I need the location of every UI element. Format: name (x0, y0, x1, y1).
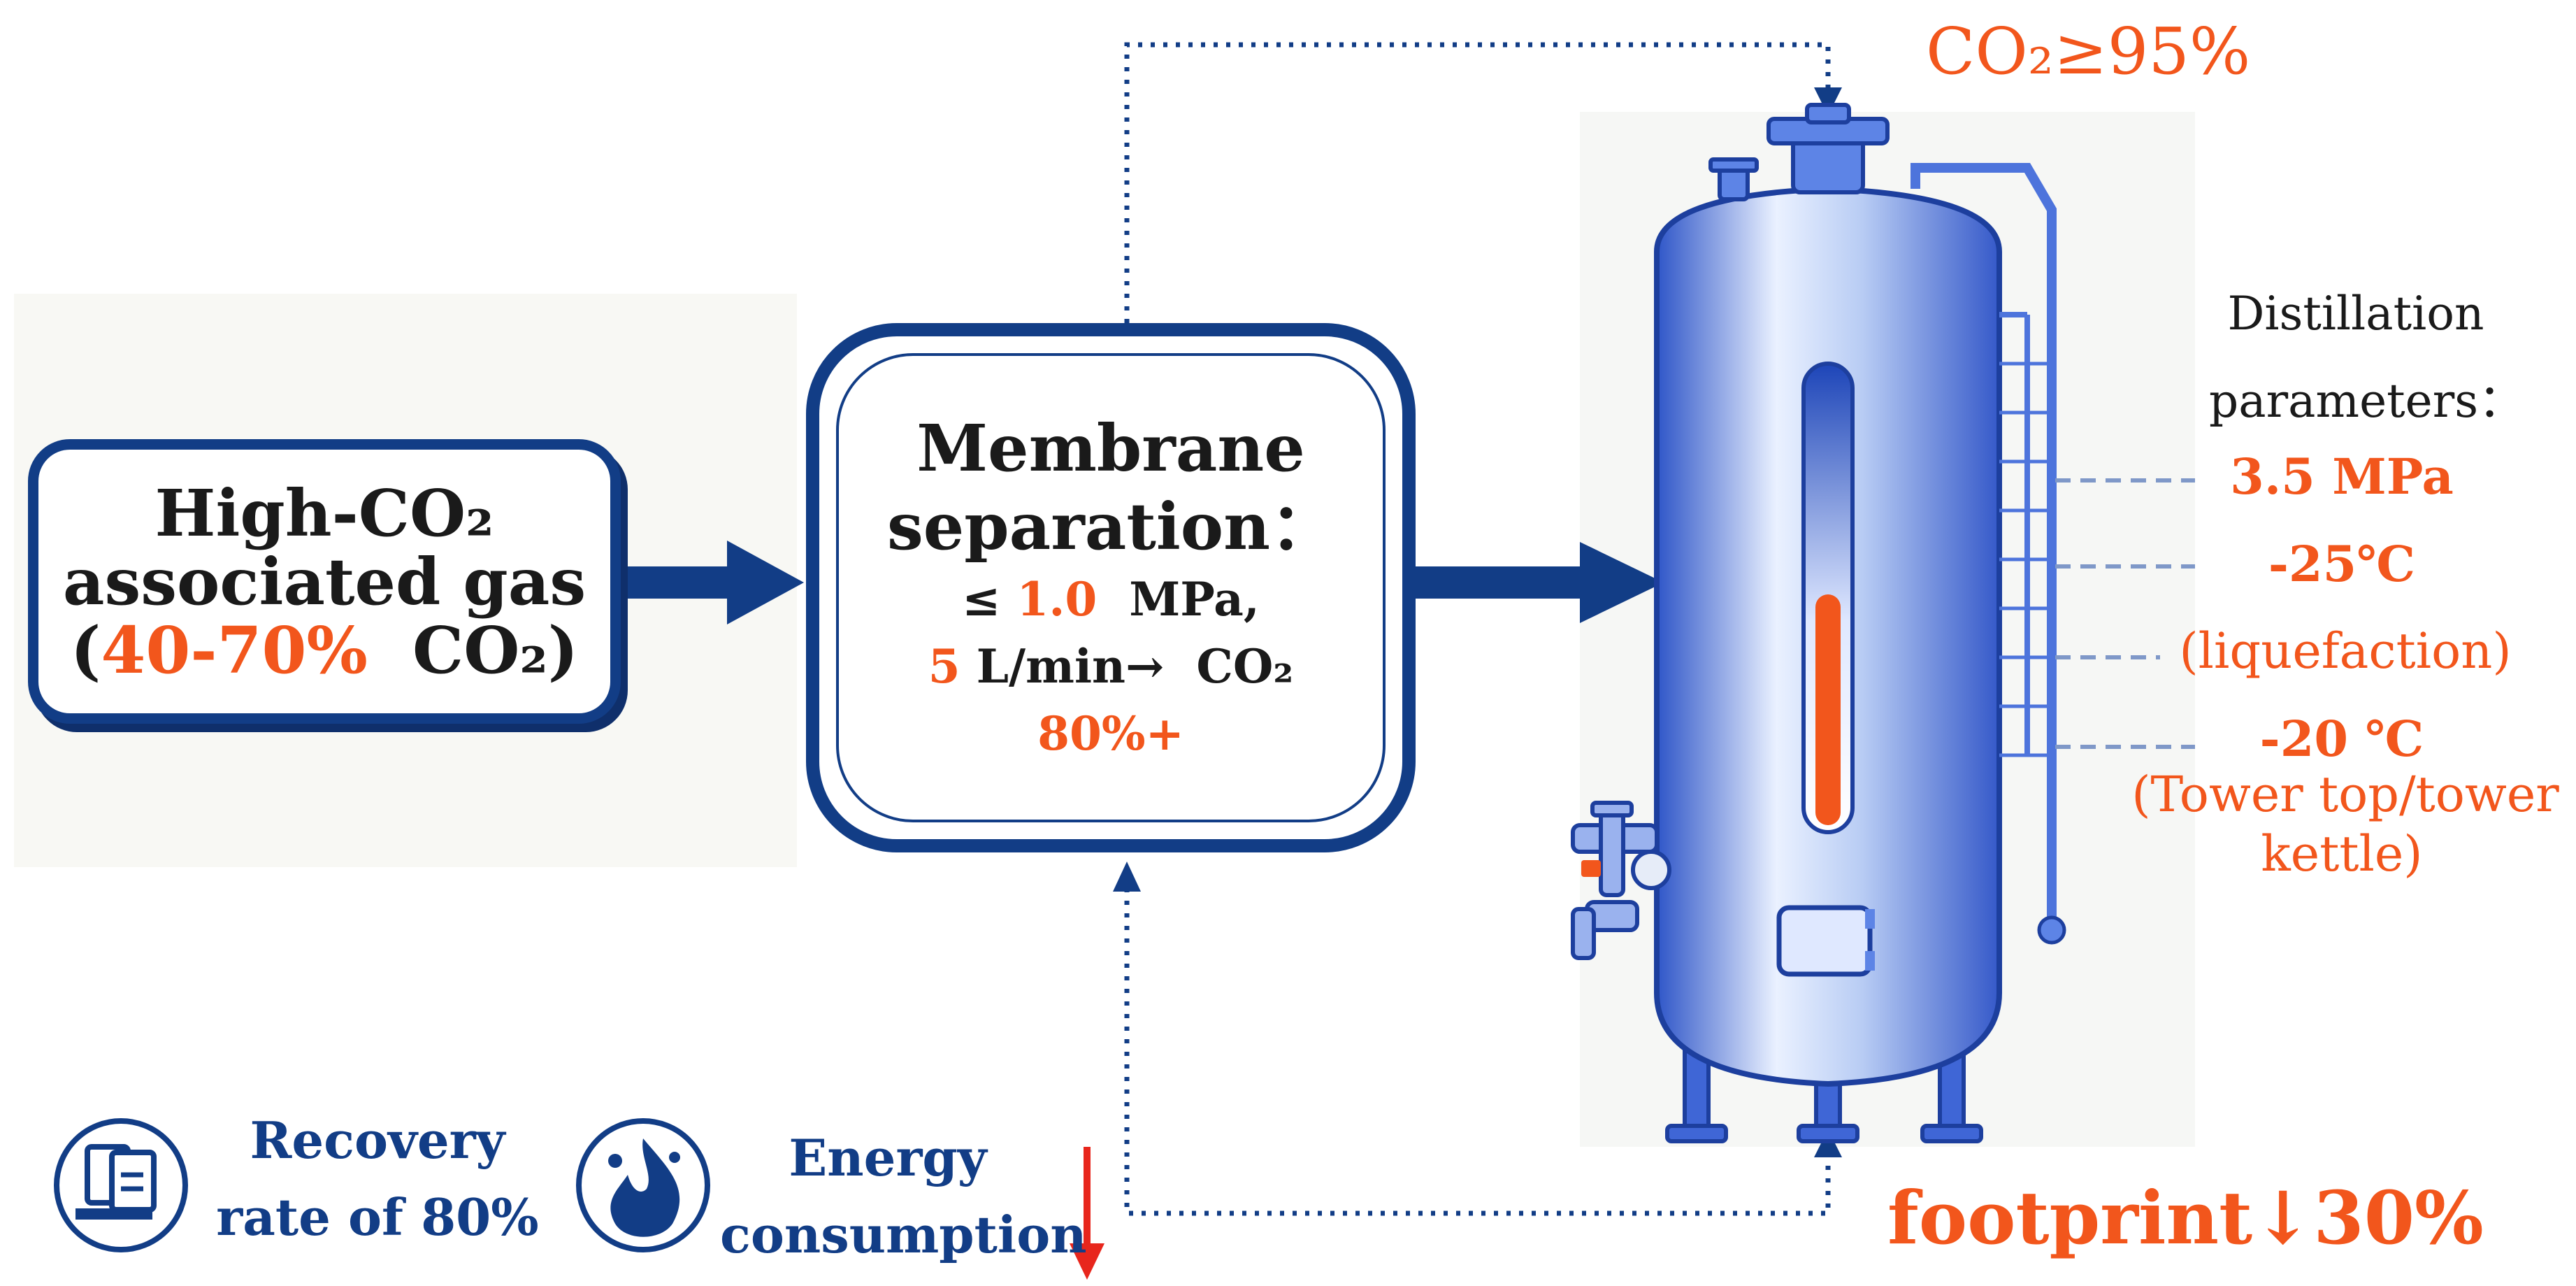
distillation-heading2: parameters： (2209, 374, 2525, 428)
distillation-temp2-note2: kettle) (2261, 825, 2423, 883)
input-gas-box: High-CO₂ associated gas (40-70% CO₂) (28, 439, 621, 724)
distillation-temp1: -25℃ (2268, 535, 2416, 593)
membrane-flow-value: 5 (928, 638, 960, 694)
recovery-label-line1: Recovery (250, 1110, 505, 1170)
distillation-heading1: Distillation (2227, 287, 2484, 341)
membrane-text: Membrane separation： ≤ 1.0 MPa, 5 L/min→… (806, 323, 1416, 852)
footprint-label: footprint↓30% (1887, 1175, 2484, 1261)
membrane-inner-border (836, 353, 1386, 822)
membrane-pressure-value: 1.0 (1016, 571, 1098, 627)
liquid-level (1815, 594, 1841, 825)
distillation-temp1-note: (liquefaction) (2179, 622, 2512, 680)
energy-label-line2: consumption (720, 1205, 1087, 1264)
energy-label-line1: Energy (789, 1128, 987, 1187)
recovery-label-line2: rate of 80% (216, 1187, 539, 1247)
membrane-purity: 80%+ (1037, 706, 1184, 761)
parameter-leaders (2055, 478, 2195, 749)
dotted-line-top (1124, 42, 1831, 323)
membrane-pressure-unit: MPa, (1129, 571, 1260, 627)
membrane-title2: separation： (886, 488, 1335, 564)
arrow-membrane-to-vessel (1416, 542, 1664, 623)
input-co2-gas: CO₂) (412, 612, 579, 688)
membrane-pressure-prefix: ≤ (962, 571, 1001, 627)
arrow-head-top (1814, 87, 1842, 115)
membrane-flow-gas: CO₂ (1196, 638, 1294, 694)
membrane-flow-unit: L/min→ (976, 638, 1165, 694)
arrow-head-bottom-left (1113, 862, 1141, 892)
top-co2-purity-label: CO₂≥95% (1926, 14, 2251, 89)
input-gas-line1: High-CO₂ (154, 475, 494, 551)
distillation-temp2: -20 ℃ (2259, 710, 2424, 768)
input-gas-line2: associated gas (62, 543, 587, 620)
distillation-pressure: 3.5 MPa (2230, 448, 2454, 506)
recovery-icon (54, 1118, 188, 1252)
membrane-box (806, 323, 1416, 852)
membrane-pressure: ≤ 1.0 MPa, (962, 566, 1260, 633)
distillation-vessel (1571, 103, 2066, 1143)
arrow-input-to-membrane (622, 541, 804, 624)
down-arrow-icon (1070, 1147, 1104, 1280)
input-open-paren: ( (70, 612, 101, 688)
input-gas-composition: (40-70% CO₂) (71, 616, 578, 685)
energy-flame-icon (576, 1118, 710, 1252)
distillation-temp2-note1: (Tower top/tower (2131, 766, 2559, 823)
input-co2-percent: 40-70% (101, 612, 368, 688)
membrane-title1: Membrane (916, 410, 1305, 486)
membrane-flow: 5 L/min→ CO₂ (928, 633, 1294, 700)
